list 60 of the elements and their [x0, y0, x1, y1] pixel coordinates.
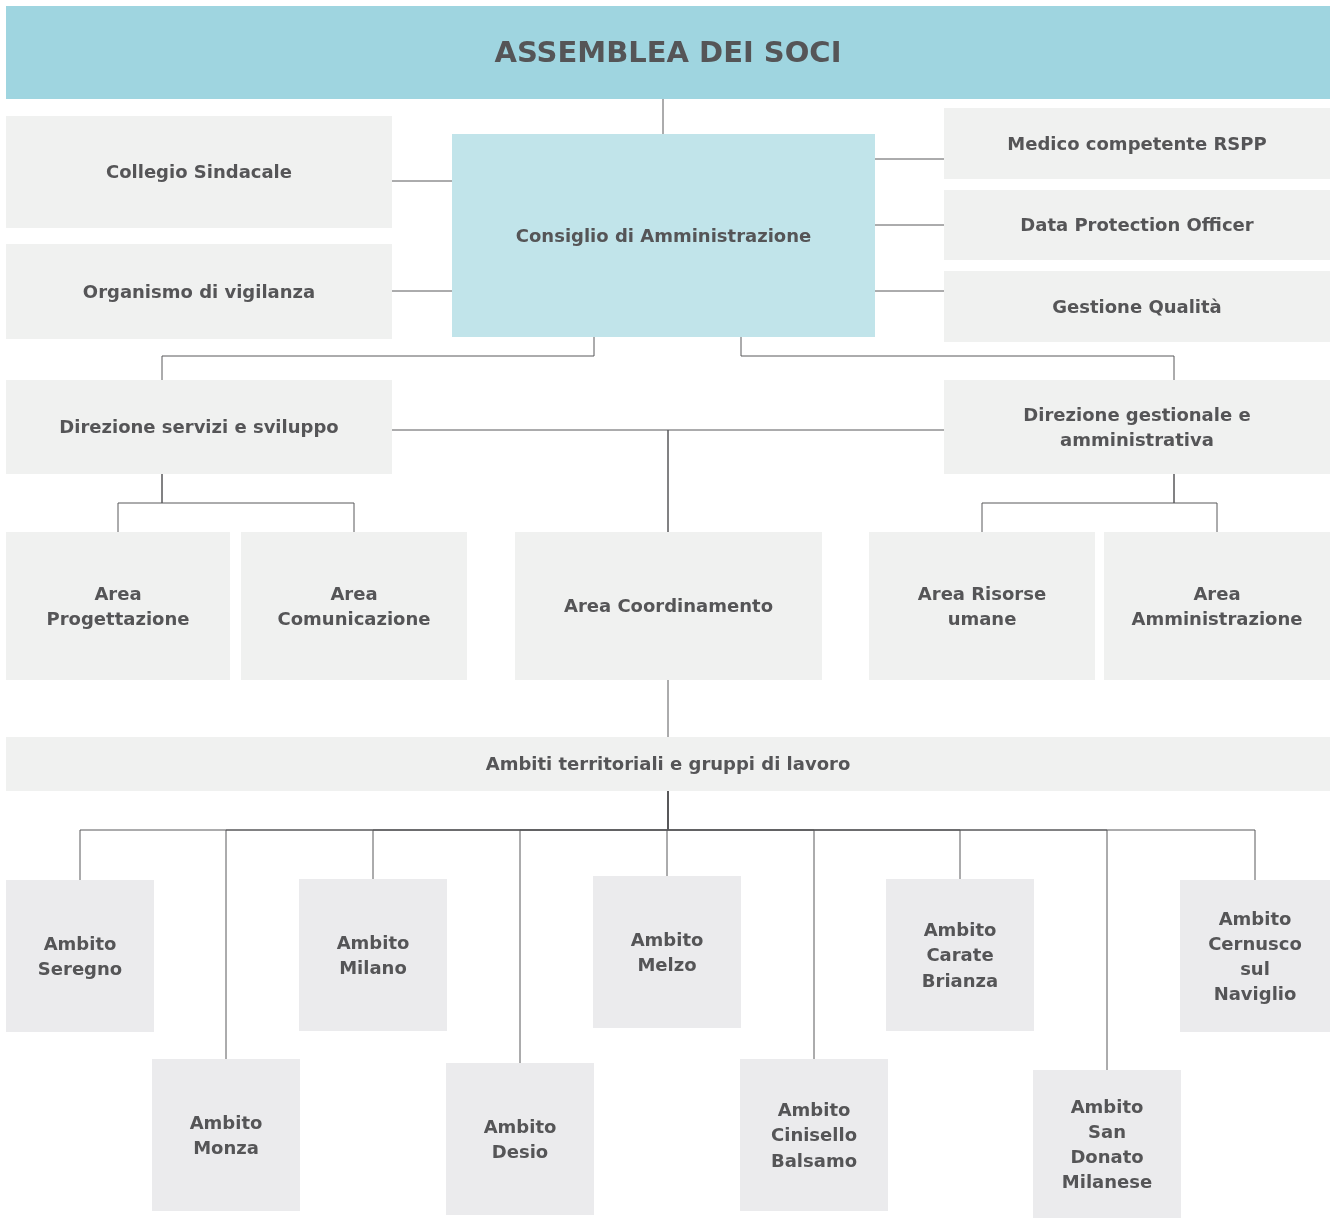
box-label: Area Risorse umane: [916, 581, 1048, 631]
box-label: Ambito Monza: [188, 1110, 264, 1160]
connector-line: [391, 290, 453, 292]
connector-line: [874, 290, 945, 292]
org-box: [944, 380, 1330, 474]
org-box: [6, 737, 1330, 791]
connector-line: [874, 158, 945, 160]
box-label: Ambito Desio: [482, 1114, 558, 1164]
box-label: Ambito Cernusco sul Naviglio: [1207, 906, 1303, 1007]
box-label: ASSEMBLEA DEI SOCI: [494, 34, 842, 72]
box-label: Ambiti territoriali e gruppi di lavoro: [485, 752, 851, 777]
box-label: Area Amministrazione: [1130, 581, 1304, 631]
org-box: [1180, 880, 1330, 1032]
connector-line: [667, 679, 669, 738]
org-box: [740, 1059, 888, 1211]
box-label: Direzione gestionale e amministrativa: [1022, 402, 1252, 452]
connector-line: [662, 98, 664, 135]
org-box: [593, 876, 741, 1028]
org-box: [944, 108, 1330, 179]
org-box: [452, 134, 875, 337]
box-label: Ambito Cinisello Balsamo: [770, 1098, 858, 1173]
org-box: [6, 244, 392, 339]
org-box: [241, 532, 467, 680]
connector-line: [874, 224, 945, 226]
box-label: Ambito Seregno: [36, 931, 124, 981]
box-label: Area Comunicazione: [276, 581, 432, 631]
box-label: Collegio Sindacale: [106, 160, 292, 185]
org-box: [944, 271, 1330, 342]
org-box: [6, 380, 392, 474]
box-label: Data Protection Officer: [1020, 213, 1254, 238]
org-box: [6, 532, 230, 680]
box-label: Area Coordinamento: [564, 594, 773, 619]
org-box: [1033, 1070, 1181, 1218]
org-box: [944, 190, 1330, 260]
org-box: [515, 532, 822, 680]
box-label: Direzione servizi e sviluppo: [59, 415, 339, 440]
title-banner: [6, 6, 1330, 99]
org-box: [1104, 532, 1330, 680]
box-label: Ambito Milano: [335, 930, 411, 980]
org-box: [446, 1063, 594, 1215]
org-box: [299, 879, 447, 1031]
org-box: [6, 880, 154, 1032]
box-label: Consiglio di Amministrazione: [515, 223, 812, 248]
box-label: Gestione Qualità: [1052, 294, 1222, 319]
connector-line: [161, 336, 595, 381]
connector-line: [667, 429, 945, 533]
box-label: Medico competente RSPP: [1007, 131, 1267, 156]
org-box: [886, 879, 1034, 1031]
box-label: Organismo di vigilanza: [82, 279, 316, 304]
box-label: Area Progettazione: [45, 581, 191, 631]
connector-line: [1173, 473, 1218, 533]
box-label: Ambito Melzo: [629, 927, 705, 977]
box-label: Ambito Carate Brianza: [920, 918, 1000, 993]
org-box: [869, 532, 1095, 680]
org-box: [152, 1059, 300, 1211]
connector-line: [740, 336, 1175, 381]
connector-line: [161, 473, 355, 533]
org-box: [6, 116, 392, 228]
connector-line: [391, 180, 453, 182]
box-label: Ambito San Donato Milanese: [1060, 1094, 1154, 1195]
